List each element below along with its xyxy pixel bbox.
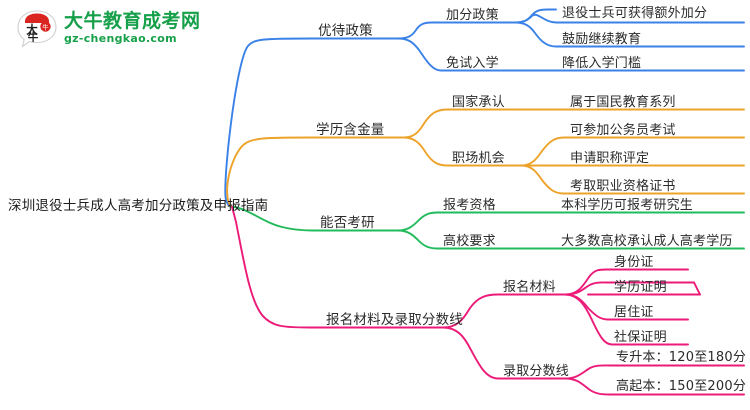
leaf-label-shebao-zhengming[interactable]: 社保证明 bbox=[614, 330, 667, 345]
wire-root-to-学历含金量 bbox=[226, 136, 313, 208]
node-label-baoming-cailiao[interactable]: 报名材料 bbox=[503, 280, 556, 295]
node-label-luqu-fenshuxian[interactable]: 录取分数线 bbox=[503, 364, 570, 379]
leaf-label-jiangdi-menkan[interactable]: 降低入学门槛 bbox=[562, 56, 642, 71]
wire-学历含金量-to-职场机会 bbox=[403, 136, 449, 167]
svg-text:牛: 牛 bbox=[42, 23, 49, 32]
leaf-label-tuiyi-jiafen[interactable]: 退役士兵可获得额外加分 bbox=[562, 6, 708, 21]
wire-加分政策-to-item1 bbox=[514, 8, 557, 24]
brand-text-block: 大牛教育成考网 gz-chengkao.com bbox=[64, 10, 214, 46]
branch-label-youdai-zhengce[interactable]: 优待政策 bbox=[318, 23, 373, 39]
wire-能否考研-to-报考资格 bbox=[397, 211, 439, 232]
svg-text:大: 大 bbox=[26, 23, 38, 37]
node-label-zhichang-jihui[interactable]: 职场机会 bbox=[452, 151, 505, 166]
branch-label-xueli-hanjinliang[interactable]: 学历含金量 bbox=[316, 122, 385, 138]
root-node-label[interactable]: 深圳退役士兵成人高考加分政策及申报指南 bbox=[8, 198, 269, 214]
leaf-label-gongwuyuan-kaoshi[interactable]: 可参加公务员考试 bbox=[570, 123, 676, 138]
wire-item1-tail bbox=[514, 13, 557, 24]
wire-学历含金量-to-国家承认 bbox=[403, 108, 449, 139]
daniu-logo-icon: 牛 大 牛 bbox=[17, 10, 57, 48]
leaf-label-zhiye-zigezhengshu[interactable]: 考取职业资格证书 bbox=[570, 179, 676, 194]
branch-label-nengfou-kaoyan[interactable]: 能否考研 bbox=[320, 215, 375, 231]
leaf-label-gaoxiao-chengren[interactable]: 大多数高校承认成人高考学历 bbox=[561, 234, 733, 249]
wire-优待政策-to-加分政策 bbox=[397, 21, 442, 40]
svg-text:牛: 牛 bbox=[28, 31, 39, 44]
wire-报名材料及录取分数线-to-录取分数线 bbox=[442, 326, 499, 380]
leaf-label-juzhuzheng[interactable]: 居住证 bbox=[614, 305, 654, 320]
wire-优待政策-to-免试入学 bbox=[397, 37, 442, 72]
wire-能否考研-to-高校要求 bbox=[397, 229, 439, 250]
wire-root-to-报名材料及录取分数线 bbox=[231, 206, 311, 329]
node-label-jiafen-zhengce[interactable]: 加分政策 bbox=[446, 8, 499, 23]
brand-domain: gz-chengkao.com bbox=[64, 32, 177, 45]
leaf-label-zhuanshengben-fenshu[interactable]: 专升本：120至180分 bbox=[616, 350, 747, 365]
wire-root-to-优待政策 bbox=[224, 37, 313, 208]
leaf-label-guomin-jiaoyu[interactable]: 属于国民教育系列 bbox=[570, 95, 676, 110]
brand-name-cn: 大牛教育成考网 bbox=[64, 10, 201, 32]
node-label-baokao-zige[interactable]: 报考资格 bbox=[443, 198, 496, 213]
site-logo: 牛 大 牛 大牛教育成考网 gz-chengkao.com bbox=[14, 6, 214, 56]
leaf-label-xueli-zhengming[interactable]: 学历证明 bbox=[614, 280, 667, 295]
leaf-label-shenfenzheng[interactable]: 身份证 bbox=[614, 255, 654, 270]
node-label-gaoxiao-yaoqiu[interactable]: 高校要求 bbox=[443, 234, 496, 249]
node-label-mianshi-ruxue[interactable]: 免试入学 bbox=[446, 56, 499, 71]
leaf-label-gaoqiben-fenshu[interactable]: 高起本：150至200分 bbox=[616, 379, 747, 394]
leaf-label-benke-yanjiusheng[interactable]: 本科学历可报考研究生 bbox=[561, 198, 694, 213]
leaf-label-guli-jiaoyu[interactable]: 鼓励继续教育 bbox=[562, 32, 642, 47]
wire-录取分数线-to-item1 bbox=[564, 364, 745, 380]
leaf-label-zhicheng-pingding[interactable]: 申请职称评定 bbox=[570, 151, 650, 166]
branch-label-baoming-fenshuxian[interactable]: 报名材料及录取分数线 bbox=[326, 312, 463, 328]
node-label-guojia-chengren[interactable]: 国家承认 bbox=[452, 95, 505, 110]
